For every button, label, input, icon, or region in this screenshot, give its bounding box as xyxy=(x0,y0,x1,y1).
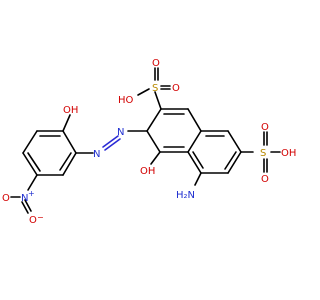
nitro-oxygen-left: O xyxy=(2,193,10,204)
naphthol-hydroxyl: OH xyxy=(140,151,161,177)
azo-nitrogen-1: N xyxy=(117,127,124,138)
chemical-structure-diagram: S O O HO S O O OH OH H₂N N N xyxy=(2,58,296,226)
azo-double-bond-a xyxy=(102,135,119,148)
bond xyxy=(22,130,38,154)
bond xyxy=(146,130,161,153)
azo-linkage: N N xyxy=(75,127,148,160)
sulfur-atom-1: S xyxy=(152,83,158,94)
bond xyxy=(59,152,72,171)
hydroxyl-phenyl: OH xyxy=(63,105,78,116)
amino-label: H₂N xyxy=(176,190,195,201)
sulfonic-acid-group-1: S O O HO xyxy=(118,58,180,110)
bond xyxy=(21,201,29,214)
bond xyxy=(224,151,237,170)
hydroxyl-naphthalene: OH xyxy=(140,166,155,177)
phenol-hydroxyl: OH xyxy=(62,105,78,132)
oxygen-atom-s1-right: O xyxy=(172,83,180,94)
bond xyxy=(137,88,150,96)
bond xyxy=(62,114,71,132)
naphthalene-ring xyxy=(146,108,242,174)
bond xyxy=(154,91,162,110)
amino-group: H₂N xyxy=(176,172,202,201)
nitro-nitrogen: N xyxy=(21,193,28,204)
bond xyxy=(227,130,242,153)
azo-double-bond-b xyxy=(104,138,121,151)
bond xyxy=(24,199,32,212)
bond xyxy=(194,172,202,186)
nitro-group: N + O O − xyxy=(2,174,44,226)
azo-nitrogen-2: N xyxy=(93,149,100,160)
sulfur-atom-2: S xyxy=(260,148,266,159)
oxygen-atom-s2-bottom: O xyxy=(261,174,269,185)
bond xyxy=(187,151,202,174)
nitro-plus-charge: + xyxy=(28,189,35,198)
bond xyxy=(146,108,162,132)
bond xyxy=(187,108,202,132)
phenyl-ring xyxy=(22,130,77,176)
oxygen-atom-s2-top: O xyxy=(261,122,269,133)
nitro-minus-charge: − xyxy=(37,213,44,222)
bond xyxy=(187,130,202,153)
bond xyxy=(27,152,41,172)
bond xyxy=(227,151,242,174)
bond xyxy=(27,174,38,191)
oxygen-atom-s1-top: O xyxy=(152,58,160,69)
hydroxyl-s2: OH xyxy=(281,148,296,159)
bond xyxy=(62,130,77,154)
bond xyxy=(62,152,77,176)
structure-canvas: S O O HO S O O OH OH H₂N N N xyxy=(2,58,296,226)
bond xyxy=(192,151,204,169)
bond xyxy=(150,151,161,165)
nitro-oxygen-bottom: O xyxy=(29,215,37,226)
bond xyxy=(22,152,38,176)
sulfonic-acid-group-2: S O O OH xyxy=(240,122,296,185)
hydroxyl-s1: HO xyxy=(118,95,134,106)
